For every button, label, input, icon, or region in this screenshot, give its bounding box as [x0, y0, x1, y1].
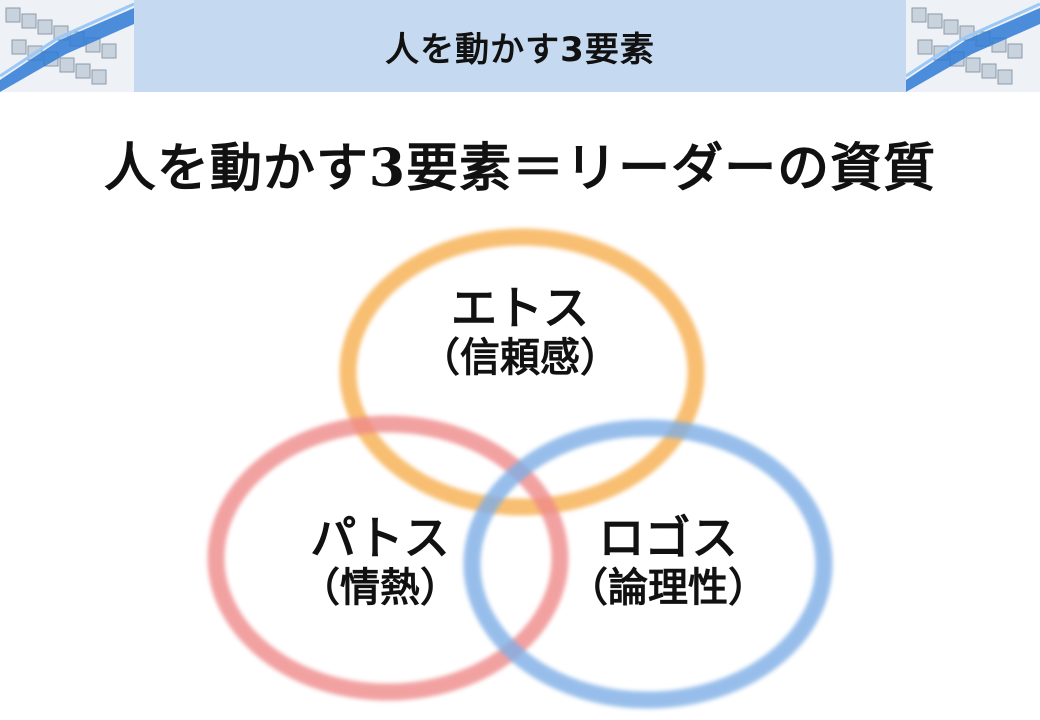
header-band: 人を動かす3要素	[134, 0, 906, 92]
cube-stairs-image	[906, 0, 1040, 92]
ethos-ring	[339, 228, 705, 516]
pathos-ring	[207, 415, 569, 701]
logos-name: ロゴス	[598, 511, 738, 565]
header-bar: 人を動かす3要素	[0, 0, 1040, 92]
pathos-sub: （情熱）	[300, 563, 460, 611]
pathos-name: パトス	[310, 511, 450, 565]
logos-ring	[463, 419, 833, 709]
page-title: 人を動かす3要素＝リーダーの資質	[103, 138, 937, 199]
ethos-label: エトス （信頼感）	[380, 282, 660, 381]
header-title: 人を動かす3要素	[385, 29, 655, 70]
cube-stairs-image	[0, 0, 134, 92]
ethos-name: エトス	[451, 281, 589, 335]
pathos-label: パトス （情熱）	[240, 512, 520, 611]
logos-sub: （論理性）	[568, 563, 768, 611]
ethos-sub: （信頼感）	[420, 333, 620, 381]
logos-label: ロゴス （論理性）	[528, 512, 808, 611]
